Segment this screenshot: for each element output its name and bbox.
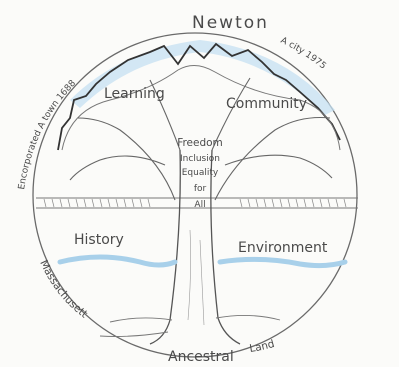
bottom-center-text: Ancestral [168,349,234,365]
top-left-arc-text: Encorporated A town 1688 [17,78,78,190]
trunk-text-1: Freedom [177,137,223,149]
city-title: Newton [192,13,269,33]
trunk-text-5: All [194,200,205,210]
label-environment: Environment [238,240,328,256]
top-right-arc-text: A city 1975 [279,36,328,72]
trunk-right-edge [210,149,241,345]
tree-branches [69,77,333,201]
trunk-left-edge [149,149,181,345]
label-history: History [74,232,124,248]
label-community: Community [226,96,307,112]
horizon-hatching [43,198,347,208]
mountain-skyline [57,42,341,151]
tree-roots [99,314,281,337]
canopy-outline [61,65,341,151]
trunk-text-2: Inclusion [180,154,220,164]
water-stream-left [57,254,178,268]
water-stream-right [217,256,348,269]
label-learning: Learning [104,86,165,102]
trunk-text-4: for [194,184,207,194]
outer-circle [32,32,358,358]
sky-wash [70,40,335,115]
trunk-texture [187,229,205,326]
bottom-right-arc-text: Land [249,338,276,355]
bottom-left-arc-text: Massachusett [37,258,89,320]
trunk-text-3: Equality [182,168,219,178]
